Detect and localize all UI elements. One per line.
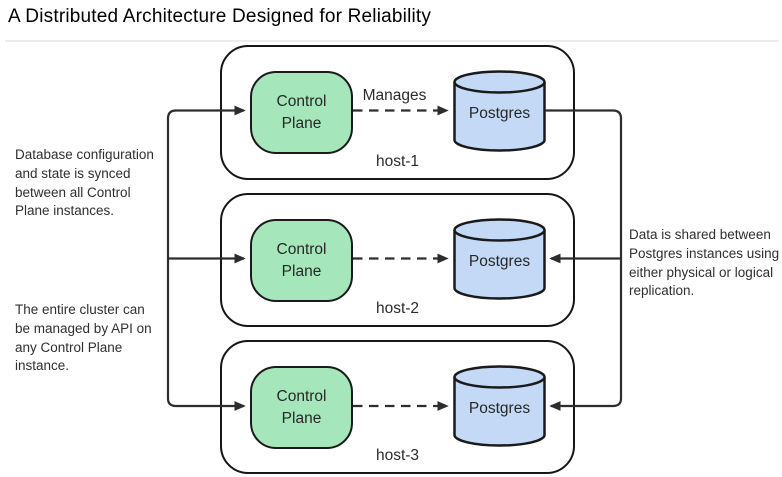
annotation-line: be managed by API on bbox=[15, 320, 152, 336]
postgres-label: Postgres bbox=[468, 400, 531, 417]
host-2-postgres-cylinder-icon bbox=[453, 218, 546, 300]
annotation-line: The entire cluster can bbox=[15, 302, 145, 317]
annotation-line: replication. bbox=[629, 283, 695, 299]
annotation-line: Data is shared between bbox=[629, 227, 771, 242]
control-plane-label: Control Plane bbox=[276, 387, 327, 427]
annotation-api-management: The entire cluster can be managed by API… bbox=[15, 301, 185, 376]
postgres-label: Postgres bbox=[468, 105, 531, 122]
annotation-data-replication: Data is shared between Postgres instance… bbox=[629, 226, 781, 301]
manages-edge-label: Manages bbox=[362, 87, 427, 104]
host-3-postgres-cylinder-icon bbox=[453, 365, 546, 447]
host-1-control-plane-node: Control Plane bbox=[250, 71, 353, 154]
postgres-label: Postgres bbox=[468, 253, 531, 270]
annotation-line: and state is synced bbox=[15, 165, 131, 181]
host-3-box: Control Plane Postgres host-3 bbox=[220, 340, 575, 474]
control-plane-label: Control Plane bbox=[276, 240, 327, 280]
diagram-title: A Distributed Architecture Designed for … bbox=[8, 6, 432, 27]
annotation-line: between all Control bbox=[15, 184, 131, 200]
host-1-box: Control Plane Postgres host-1 bbox=[220, 45, 575, 180]
host-1-label: host-1 bbox=[375, 153, 420, 170]
annotation-line: either physical or logical bbox=[629, 264, 774, 280]
host-3-label: host-3 bbox=[375, 447, 420, 464]
host-2-label: host-2 bbox=[375, 300, 420, 317]
annotation-line: any Control Plane bbox=[15, 339, 123, 355]
host-2-box: Control Plane Postgres host-2 bbox=[220, 193, 575, 327]
annotation-line: Postgres instances using bbox=[629, 245, 780, 261]
annotation-line: instance. bbox=[15, 358, 70, 374]
title-separator-line bbox=[5, 40, 779, 42]
host-1-postgres-cylinder-icon bbox=[453, 70, 546, 152]
host-3-control-plane-node: Control Plane bbox=[250, 366, 353, 449]
host-2-control-plane-node: Control Plane bbox=[250, 219, 353, 302]
annotation-line: Database configuration bbox=[15, 147, 154, 162]
annotation-line: Plane instances. bbox=[15, 203, 115, 219]
annotation-config-sync: Database configuration and state is sync… bbox=[15, 146, 185, 221]
control-plane-label: Control Plane bbox=[276, 92, 327, 132]
